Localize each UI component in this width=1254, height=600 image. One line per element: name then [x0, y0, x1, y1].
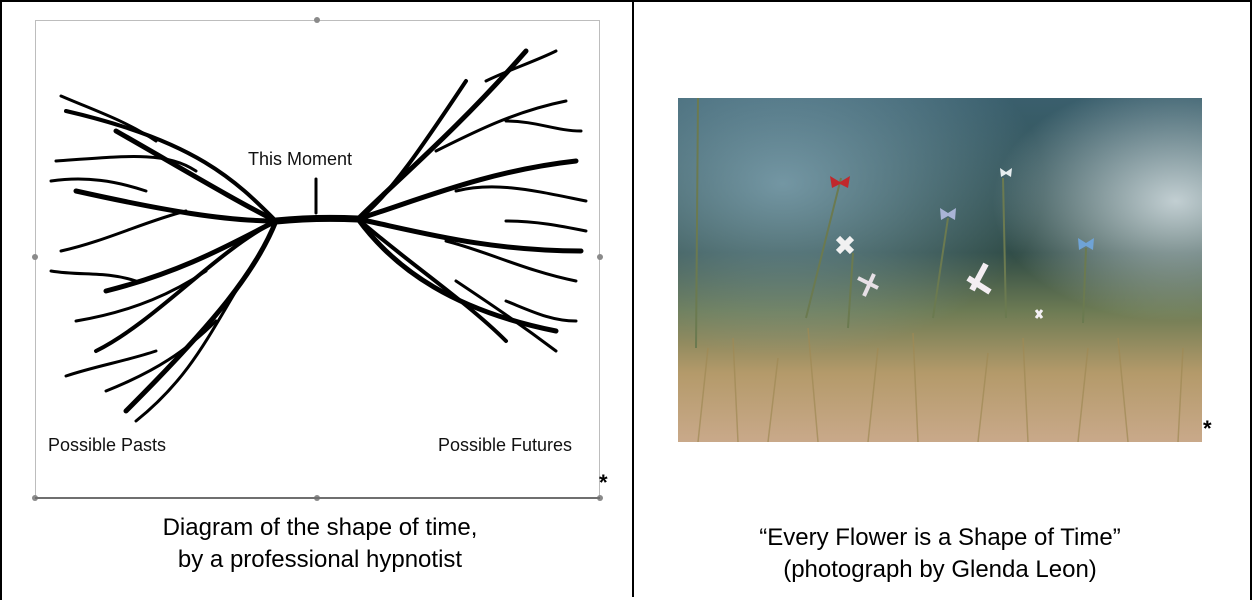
- footnote-asterisk: *: [1203, 418, 1212, 440]
- possible-pasts-label: Possible Pasts: [48, 435, 166, 456]
- right-caption-line2: (photograph by Glenda Leon): [640, 554, 1240, 586]
- branching-time-drawing: [36, 21, 599, 497]
- this-moment-label: This Moment: [248, 149, 352, 170]
- right-caption-line1: “Every Flower is a Shape of Time”: [640, 522, 1240, 554]
- footnote-asterisk: *: [599, 472, 608, 494]
- possible-futures-label: Possible Futures: [438, 435, 572, 456]
- flower-photograph: [678, 98, 1202, 442]
- time-shape-diagram: This Moment Possible Pasts Possible Futu…: [35, 20, 600, 498]
- left-caption-line1: Diagram of the shape of time,: [40, 512, 600, 544]
- photo-image: [678, 98, 1202, 442]
- left-caption: Diagram of the shape of time, by a profe…: [40, 512, 600, 576]
- left-caption-line2: by a professional hypnotist: [40, 544, 600, 576]
- selection-bar: [35, 497, 600, 499]
- right-caption: “Every Flower is a Shape of Time” (photo…: [640, 522, 1240, 586]
- column-divider: [632, 0, 634, 597]
